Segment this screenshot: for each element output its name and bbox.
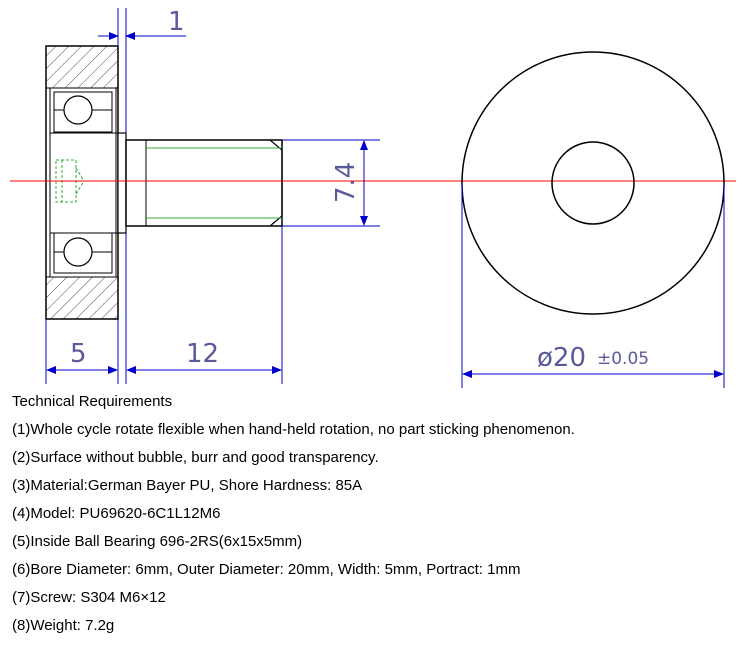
dim-width-text: 5 xyxy=(70,339,87,369)
tire-hatch-top xyxy=(45,45,119,89)
requirement-item: (6)Bore Diameter: 6mm, Outer Diameter: 2… xyxy=(12,561,521,578)
front-view xyxy=(461,51,725,315)
requirement-item: (3)Material:German Bayer PU, Shore Hardn… xyxy=(12,477,363,494)
technical-drawing: 1 7.4 5 12 ø20 ±0.05 xyxy=(10,7,736,388)
bore-circle xyxy=(551,141,635,225)
dimension-protrusion: 1 xyxy=(98,7,186,133)
dim-tolerance-text: ±0.05 xyxy=(597,349,649,369)
requirement-item: (5)Inside Ball Bearing 696-2RS(6x15x5mm) xyxy=(12,533,303,550)
dimension-screw-length: 12 xyxy=(125,226,283,384)
dim-screw-diameter-text: 7.4 xyxy=(331,162,361,203)
dim-screw-length-text: 12 xyxy=(186,339,219,369)
bearing-race-top xyxy=(53,91,113,133)
outer-circle xyxy=(461,51,725,315)
protrusion-step xyxy=(117,132,127,234)
requirement-item: (4)Model: PU69620-6C1L12M6 xyxy=(12,505,221,522)
bearing-ball-top xyxy=(63,95,93,125)
requirements-title: Technical Requirements xyxy=(12,393,173,410)
bearing-outline xyxy=(49,87,117,278)
bearing-ball-bottom xyxy=(63,237,93,267)
requirement-item: (7)Screw: S304 M6×12 xyxy=(12,589,166,606)
dim-outer-diameter-text: ø20 xyxy=(537,343,586,373)
requirement-item: (1)Whole cycle rotate flexible when hand… xyxy=(12,421,575,438)
side-view xyxy=(45,45,283,320)
dimension-width: 5 xyxy=(45,319,119,384)
requirement-item: (2)Surface without bubble, burr and good… xyxy=(12,449,379,466)
dimension-screw-diameter: 7.4 xyxy=(282,139,380,227)
requirement-item: (8)Weight: 7.2g xyxy=(12,617,115,634)
screw-shaft xyxy=(125,139,283,227)
dim-protrusion-text: 1 xyxy=(168,7,185,37)
tire-hatch-bottom xyxy=(45,276,119,320)
dimension-outer-diameter: ø20 ±0.05 xyxy=(461,183,725,388)
